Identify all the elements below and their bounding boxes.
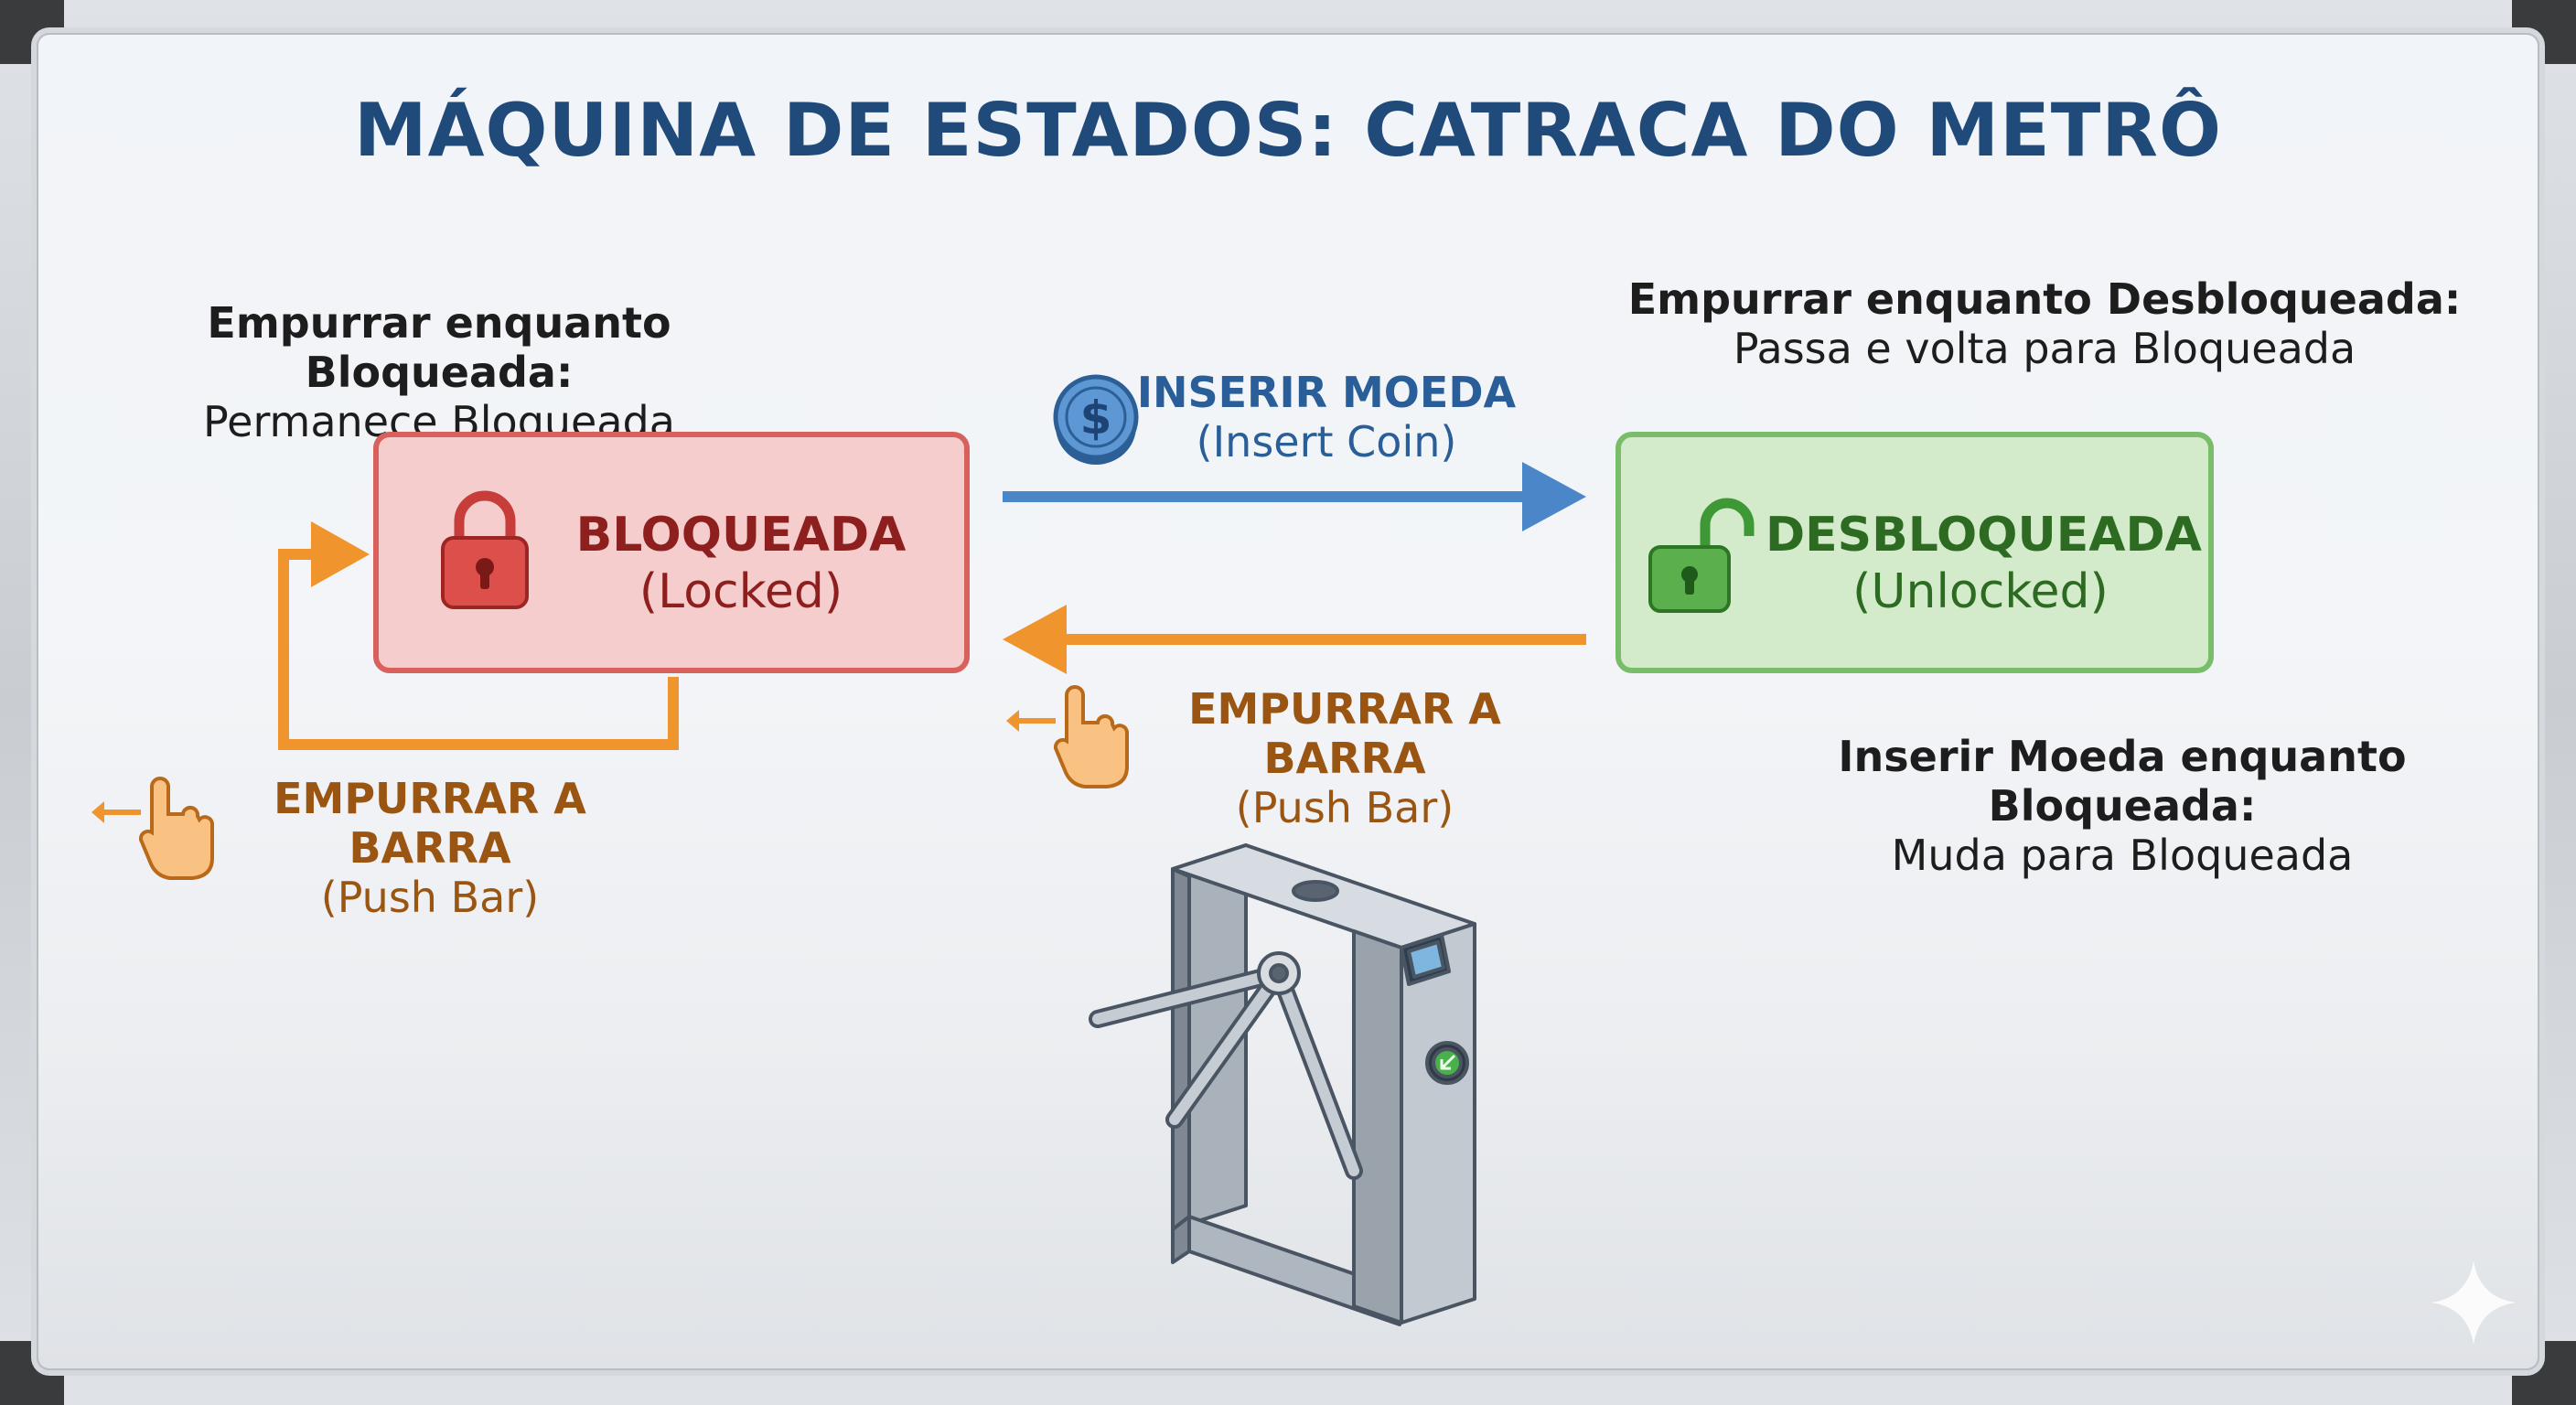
transition-push-bar-return-name: EMPURRAR A BARRA (1188, 684, 1501, 783)
padlock-closed-icon (441, 490, 529, 609)
state-locked-name: BLOQUEADA (575, 508, 907, 563)
note-unlocked-push: Empurrar enquanto Desbloqueada: Passa e … (1619, 274, 2470, 373)
note-locked-coin: Inserir Moeda enquanto Bloqueada: Muda p… (1793, 732, 2452, 880)
note-locked-coin-title-2: Bloqueada: (1988, 781, 2257, 831)
transition-push-bar-self-subtitle: (Push Bar) (320, 873, 540, 922)
transition-insert-coin-label: INSERIR MOEDA (Insert Coin) (1125, 368, 1528, 467)
arrow-insert-coin (1003, 462, 1586, 531)
whiteboard-surface (37, 33, 2539, 1370)
note-locked-coin-text: Muda para Bloqueada (1891, 831, 2354, 880)
pointing-hand-icon (91, 777, 214, 880)
transition-push-bar-self-label: EMPURRAR A BARRA (Push Bar) (192, 774, 668, 922)
state-locked-subtitle: (Locked) (639, 564, 843, 619)
diagram-title: MÁQUINA DE ESTADOS: CATRACA DO METRÔ (354, 88, 2222, 173)
dollar-coin-icon: $ (1053, 374, 1139, 465)
arrow-push-bar-self-loop (278, 521, 679, 750)
transition-insert-coin-name: INSERIR MOEDA (1136, 368, 1517, 417)
state-locked-label: BLOQUEADA (Locked) (549, 507, 933, 620)
note-unlocked-push-text: Passa e volta para Bloqueada (1733, 324, 2356, 373)
transition-push-bar-self-name: EMPURRAR A BARRA (274, 774, 586, 873)
turnstile-illustration (1089, 843, 1476, 1326)
state-unlocked-name: DESBLOQUEADA (1766, 508, 2202, 563)
note-locked-push-title: Empurrar enquanto Bloqueada: (207, 298, 671, 397)
padlock-open-icon (1648, 498, 1755, 613)
state-unlocked-subtitle: (Unlocked) (1852, 564, 2109, 619)
note-locked-coin-title-1: Inserir Moeda enquanto (1838, 732, 2407, 781)
arrow-push-bar-return (1003, 605, 1586, 674)
sparkle-icon (2431, 1260, 2516, 1345)
note-unlocked-push-title: Empurrar enquanto Desbloqueada: (1627, 274, 2462, 324)
svg-text:$: $ (1080, 391, 1112, 445)
transition-push-bar-return-subtitle: (Push Bar) (1235, 783, 1454, 832)
transition-insert-coin-subtitle: (Insert Coin) (1196, 417, 1457, 467)
pointing-hand-icon (1006, 685, 1129, 788)
state-unlocked-label: DESBLOQUEADA (Unlocked) (1766, 507, 2202, 620)
transition-push-bar-return-label: EMPURRAR A BARRA (Push Bar) (1107, 684, 1583, 832)
